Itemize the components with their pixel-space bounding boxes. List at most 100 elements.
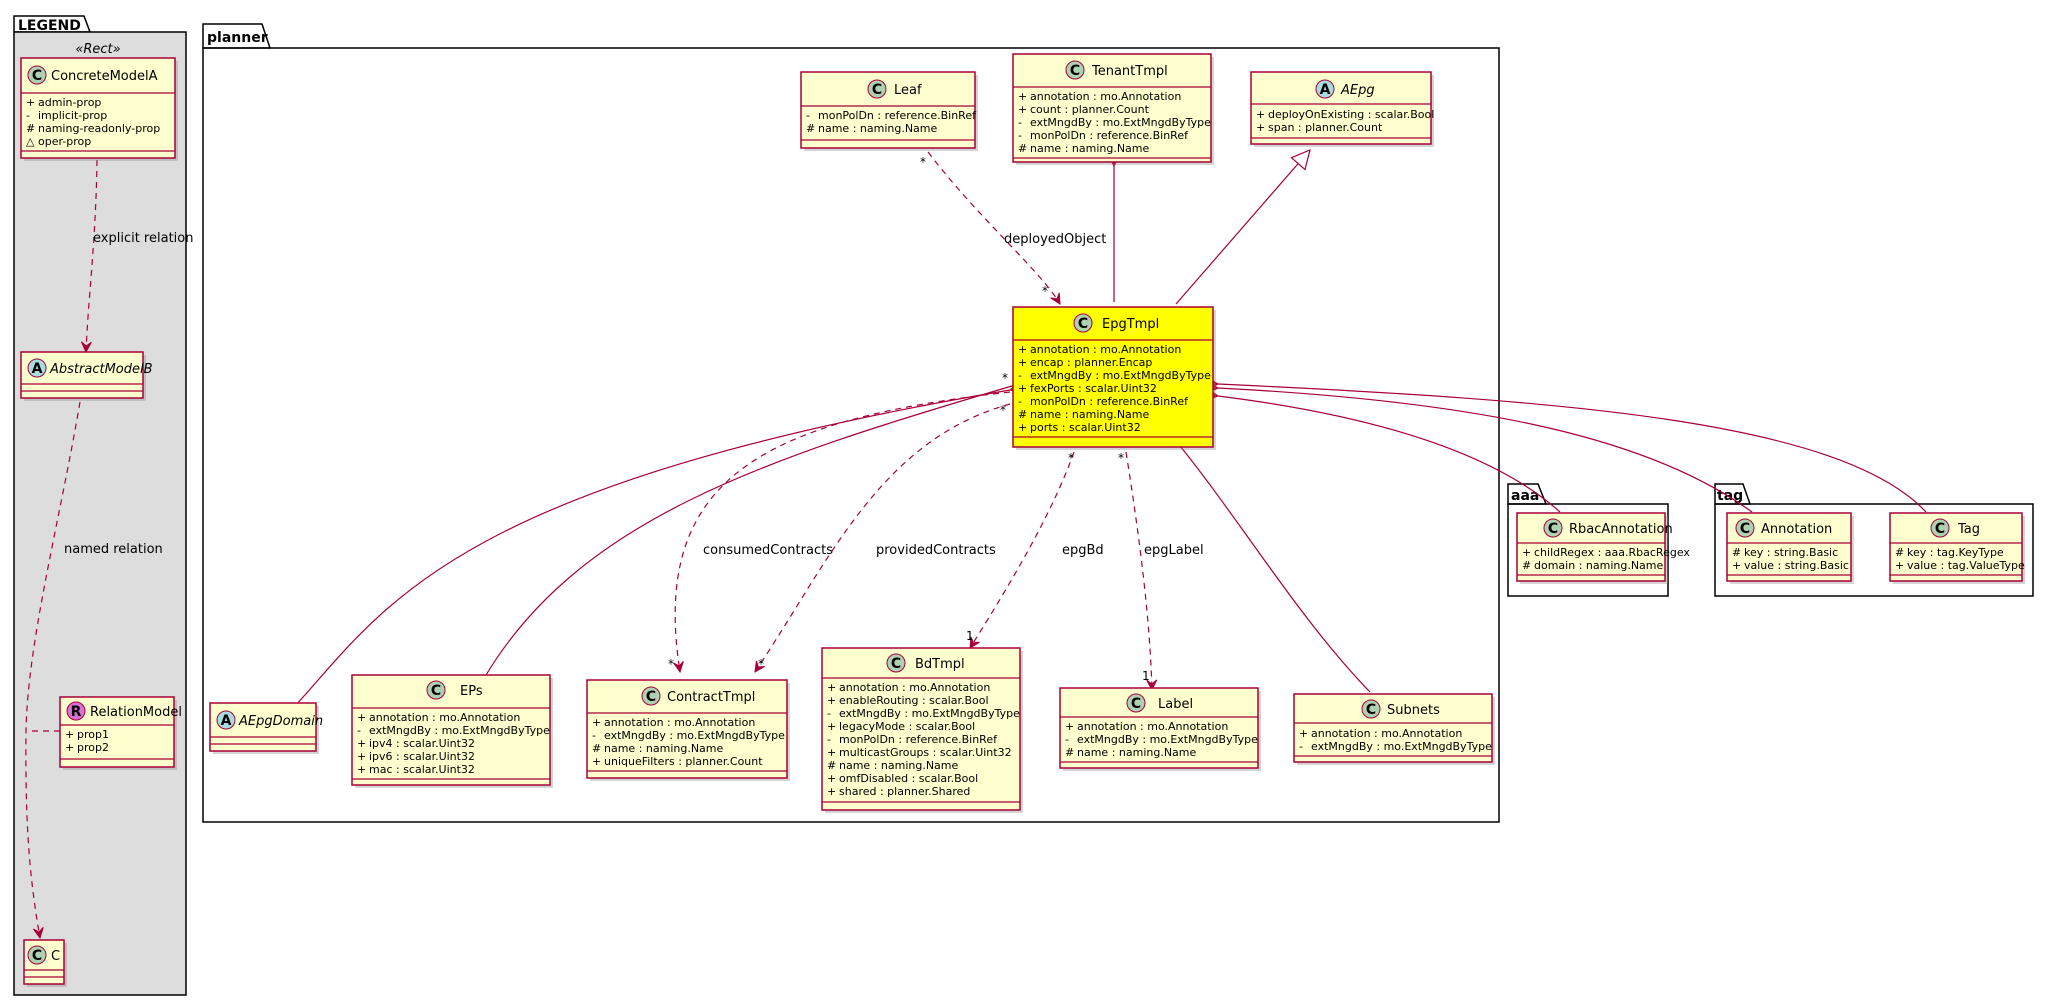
abstract-model-b-class[interactable]: A AbstractModelB — [20, 351, 153, 401]
tenant-tmpl-class[interactable]: C TenantTmpl + annotation : mo.Annotatio… — [1012, 53, 1214, 165]
visibility-icon: + — [1018, 90, 1027, 103]
attribute: domain : naming.Name — [1534, 559, 1664, 572]
bd-tmpl-class[interactable]: C BdTmpl + annotation : mo.Annotation + … — [821, 647, 1023, 813]
aepg-generalization-edge — [1175, 150, 1310, 305]
consumed-contracts-label: consumedContracts — [703, 543, 833, 558]
class-name: Annotation — [1761, 522, 1832, 537]
visibility-icon: # — [1018, 408, 1027, 421]
visibility-icon: - — [1018, 369, 1022, 382]
epg-tmpl-class[interactable]: C EpgTmpl + annotation : mo.Annotation +… — [1012, 306, 1216, 450]
class-c-icon — [1073, 313, 1093, 333]
attribute: name : naming.Name — [818, 122, 938, 135]
class-c-icon — [27, 945, 47, 965]
class-c-icon — [1735, 518, 1755, 538]
tag-class[interactable]: C Tag # key : tag.KeyType + value : tag.… — [1889, 512, 2025, 584]
svg-text:C: C — [32, 68, 42, 84]
visibility-icon: - — [1018, 116, 1022, 129]
epg-label-src-mult: * — [1118, 451, 1124, 465]
rbac-composition-edge — [1203, 390, 1561, 513]
attribute: implicit-prop — [38, 109, 107, 122]
leaf-class[interactable]: C Leaf - monPolDn : reference.BinRef # n… — [800, 71, 978, 151]
visibility-icon: △ — [26, 135, 35, 148]
svg-text:C: C — [1131, 696, 1141, 712]
aepg-domain-class[interactable]: A AEpgDomain — [209, 702, 323, 754]
attribute: extMngdBy : mo.ExtMngdByType — [839, 707, 1020, 720]
visibility-icon: + — [1065, 720, 1074, 733]
class-name: BdTmpl — [915, 657, 965, 672]
visibility-icon: + — [65, 728, 74, 741]
epg-bd-src-mult: * — [1068, 451, 1074, 465]
attribute: extMngdBy : mo.ExtMngdByType — [1030, 369, 1211, 382]
rect-stereotype: «Rect» — [75, 42, 120, 57]
svg-text:A: A — [221, 713, 232, 729]
attribute: monPolDn : reference.BinRef — [1030, 129, 1189, 142]
contract-tmpl-class[interactable]: C ContractTmpl + annotation : mo.Annotat… — [586, 679, 790, 781]
provided-contracts-label: providedContracts — [876, 543, 996, 558]
svg-text:C: C — [646, 689, 656, 705]
attribute: annotation : mo.Annotation — [1030, 343, 1181, 356]
visibility-icon: - — [592, 729, 596, 742]
attribute: extMngdBy : mo.ExtMngdByType — [604, 729, 785, 742]
c-class[interactable]: C C — [23, 939, 67, 987]
visibility-icon: # — [1018, 142, 1027, 155]
class-c-icon — [886, 653, 906, 673]
relation-model-class[interactable]: R RelationModel + prop1 + prop2 — [59, 696, 182, 770]
attribute: ipv6 : scalar.Uint32 — [369, 750, 475, 763]
epg-bd-label: epgBd — [1062, 543, 1104, 558]
visibility-icon: # — [827, 759, 836, 772]
visibility-icon: # — [1895, 546, 1904, 559]
legend-package-frame — [13, 31, 187, 996]
class-c-icon — [1361, 699, 1381, 719]
attribute: prop1 — [77, 728, 109, 741]
eps-class[interactable]: C EPs + annotation : mo.Annotation - ext… — [351, 674, 553, 788]
attribute: extMngdBy : mo.ExtMngdByType — [1077, 733, 1258, 746]
attribute: name : naming.Name — [1030, 142, 1150, 155]
attribute: legacyMode : scalar.Bool — [839, 720, 975, 733]
provided-contracts-dst-mult: * — [758, 657, 764, 671]
attribute: name : naming.Name — [1030, 408, 1150, 421]
aepg-class[interactable]: A AEpg + deployOnExisting : scalar.Bool … — [1250, 71, 1434, 147]
attribute: name : naming.Name — [604, 742, 724, 755]
rbac-annotation-class[interactable]: C RbacAnnotation + childRegex : aaa.Rbac… — [1516, 512, 1690, 584]
planner-package-title: planner — [207, 30, 268, 46]
svg-text:A: A — [1320, 82, 1331, 98]
visibility-icon: + — [357, 737, 366, 750]
attribute: enableRouting : scalar.Bool — [839, 694, 989, 707]
attribute: prop2 — [77, 741, 109, 754]
class-name: TenantTmpl — [1091, 64, 1168, 79]
class-c-icon — [641, 686, 661, 706]
epg-label-dst-mult: 1 — [1142, 669, 1150, 683]
label-class[interactable]: C Label + annotation : mo.Annotation - e… — [1059, 687, 1261, 771]
class-c-icon — [1543, 518, 1563, 538]
visibility-icon: + — [827, 681, 836, 694]
visibility-icon: # — [806, 122, 815, 135]
visibility-icon: + — [827, 785, 836, 798]
class-name: RelationModel — [90, 705, 182, 720]
attribute: multicastGroups : scalar.Uint32 — [839, 746, 1012, 759]
explicit-relation-label: explicit relation — [93, 231, 193, 246]
attribute: encap : planner.Encap — [1030, 356, 1152, 369]
attribute: admin-prop — [38, 96, 101, 109]
visibility-icon: + — [1732, 559, 1741, 572]
consumed-contracts-edge — [675, 391, 1011, 672]
relations: explicit relation named relation deploye… — [25, 150, 1927, 938]
subnets-composition-edge — [1170, 434, 1371, 693]
visibility-icon: + — [592, 755, 601, 768]
visibility-icon: - — [1299, 740, 1303, 753]
legend-package: LEGEND — [13, 15, 187, 996]
concrete-model-a-class[interactable]: «Rect» C ConcreteModelA + admin-prop - i… — [20, 42, 178, 161]
subnets-class[interactable]: C Subnets + annotation : mo.Annotation -… — [1293, 693, 1495, 765]
attribute: ipv4 : scalar.Uint32 — [369, 737, 475, 750]
deployed-object-dst-mult: * — [1042, 284, 1048, 298]
svg-text:C: C — [1078, 316, 1088, 332]
tag-annotation-class[interactable]: C Annotation # key : string.Basic + valu… — [1726, 512, 1854, 584]
visibility-icon: + — [827, 746, 836, 759]
svg-text:C: C — [1070, 63, 1080, 79]
named-relation-label: named relation — [64, 542, 163, 557]
epg-bd-dst-mult: 1 — [966, 629, 974, 643]
visibility-icon: + — [65, 741, 74, 754]
attribute: ports : scalar.Uint32 — [1030, 421, 1141, 434]
class-name: C — [51, 949, 60, 964]
aaa-package-frame — [1507, 503, 1669, 597]
class-c-icon — [1126, 693, 1146, 713]
